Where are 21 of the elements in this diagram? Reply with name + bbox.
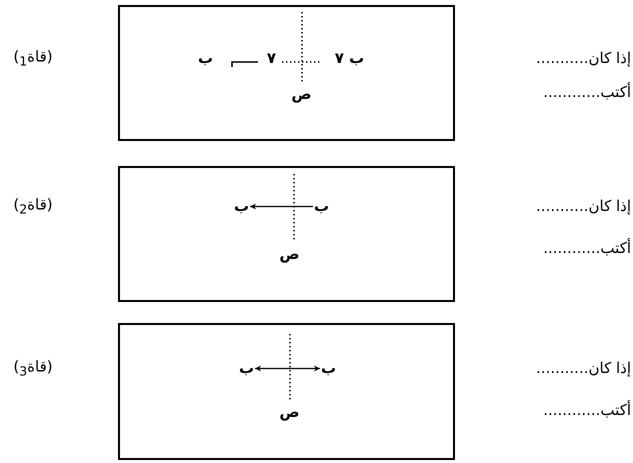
letter: ب: [238, 358, 254, 376]
formula-text: ص: [279, 244, 300, 262]
prompt-text: أكتب............: [543, 239, 631, 257]
prompt-text: إذا كان...........: [536, 197, 631, 215]
prompt-text: أكتب............: [543, 401, 631, 419]
formula-text: ٧: [266, 48, 276, 66]
frame-box: [118, 166, 455, 302]
formula-text: ص: [279, 402, 300, 420]
prompt-text: إذا كان...........: [536, 49, 631, 67]
prompt-text: إذا كان...........: [536, 359, 631, 377]
letter: ب: [314, 196, 330, 214]
letter: ب: [320, 358, 336, 376]
prompt-text: أكتب............: [543, 83, 631, 101]
formula-text: ب: [198, 48, 214, 66]
letter: ب: [234, 196, 250, 214]
formula-text: ص: [291, 84, 312, 102]
formula-text: ب ٧: [334, 48, 364, 66]
frame-box: [118, 5, 455, 141]
arrow: [255, 366, 320, 372]
frame-box: [118, 323, 455, 460]
arrow: [250, 204, 313, 210]
